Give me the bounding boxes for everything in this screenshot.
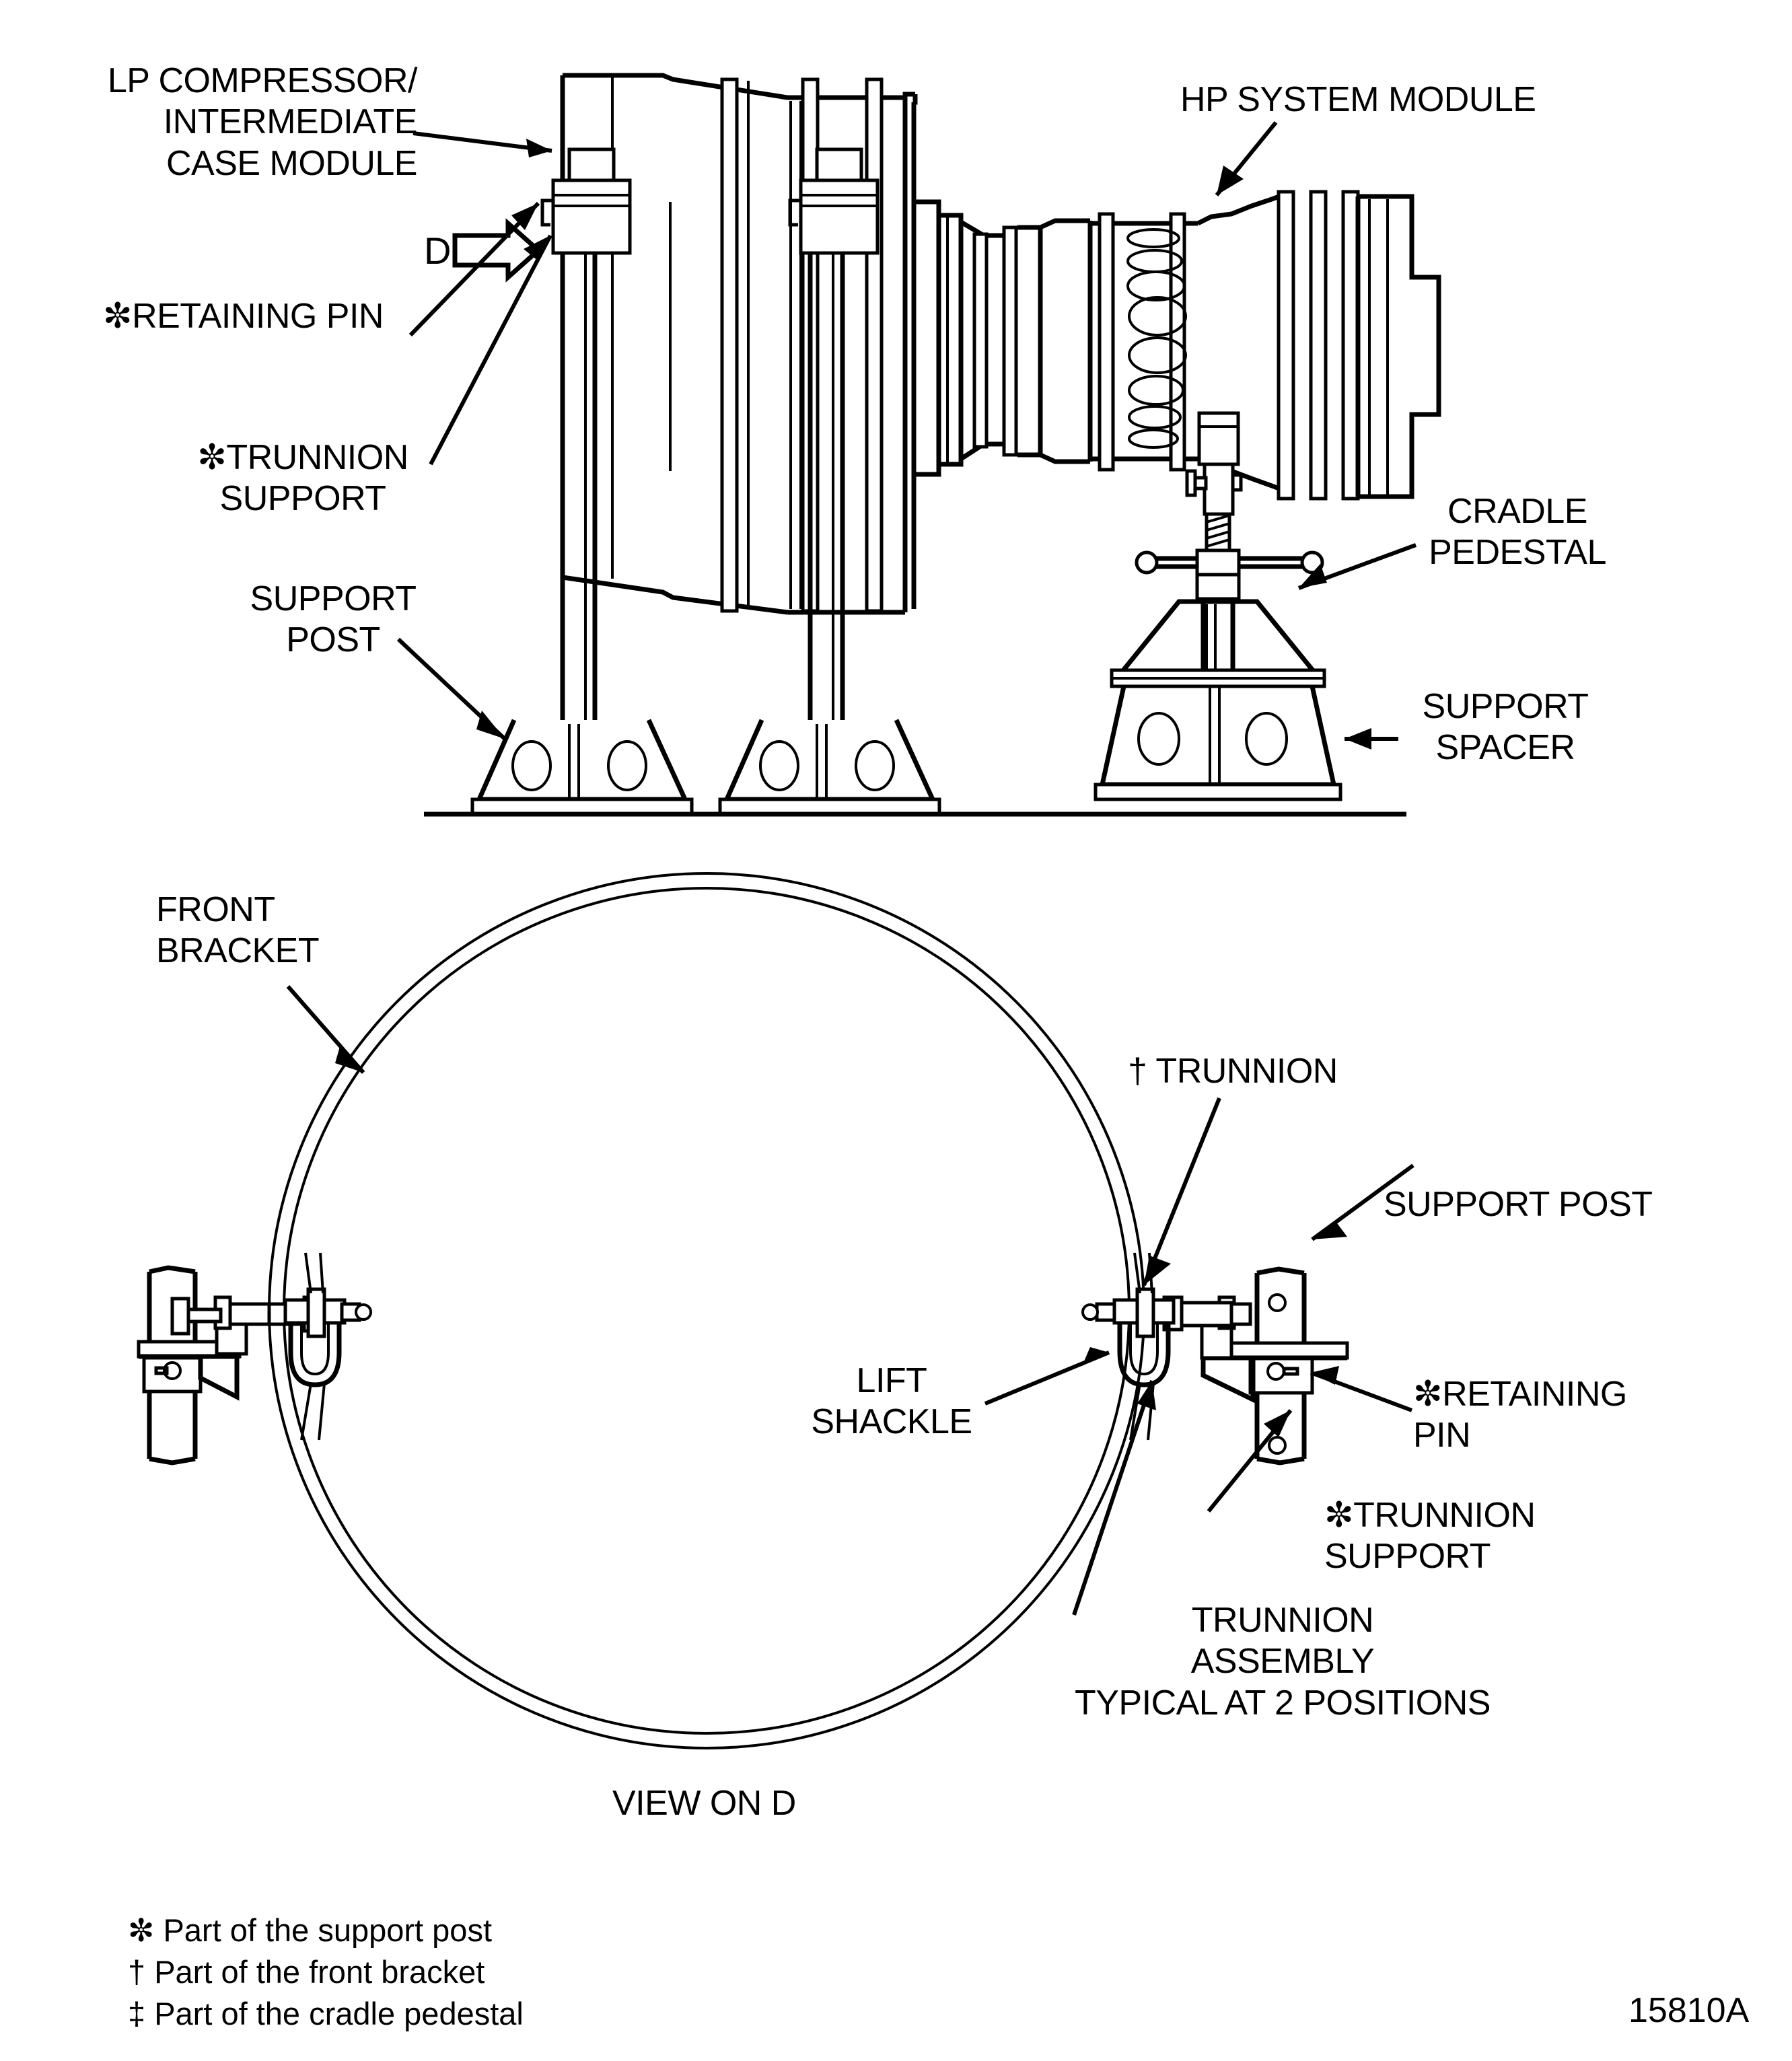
- label-retaining-pin-bottom: ✼RETAINING PIN: [1413, 1375, 1627, 1455]
- label-support-post-top: SUPPORT POST: [250, 579, 417, 660]
- drawing-number: 15810A: [1628, 1991, 1750, 2030]
- label-trunnion-support-top: ✼TRUNNION SUPPORT: [197, 438, 408, 519]
- cradle-jack-screw: [1137, 413, 1322, 575]
- footnote-cradle-pedestal: ‡ Part of the cradle pedestal: [128, 1996, 524, 2031]
- label-view-direction-d: D: [424, 229, 451, 272]
- leader-lines-bottom: [288, 986, 1413, 1615]
- intermediate-case-transition: [914, 202, 1090, 474]
- label-front-bracket: FRONT BRACKET: [156, 890, 320, 971]
- cradle-pedestal: [1112, 575, 1324, 686]
- label-retaining-pin-top: ✼RETAINING PIN: [103, 297, 384, 336]
- leader-lines-top: [398, 122, 1416, 750]
- hp-system-module-body: [1090, 192, 1439, 499]
- support-spacer: [1096, 686, 1340, 799]
- support-post-left: [472, 149, 692, 814]
- label-support-spacer: SUPPORT SPACER: [1422, 687, 1589, 768]
- support-post-middle: [720, 149, 939, 814]
- footnote-front-bracket: † Part of the front bracket: [128, 1954, 485, 1990]
- label-lift-shackle: LIFT SHACKLE: [811, 1361, 972, 1442]
- label-hp-system-module: HP SYSTEM MODULE: [1180, 80, 1536, 119]
- footnote-support-post: ✼ Part of the support post: [128, 1912, 493, 1948]
- trunnion-assembly-left: [139, 1253, 371, 1463]
- label-trunnion-assembly: TRUNNION ASSEMBLY TYPICAL AT 2 POSITIONS: [1074, 1601, 1491, 1723]
- label-lp-compressor-module: LP COMPRESSOR/ INTERMEDIATE CASE MODULE: [107, 61, 418, 183]
- label-cradle-pedestal: CRADLE PEDESTAL: [1429, 492, 1606, 573]
- label-trunnion-support-bottom: ✼TRUNNION SUPPORT: [1324, 1496, 1536, 1577]
- label-trunnion: † TRUNNION: [1128, 1052, 1338, 1091]
- front-bracket-ring: [269, 873, 1144, 1748]
- label-support-post-bottom: SUPPORT POST: [1384, 1185, 1653, 1224]
- trunnion-assembly-right: [1083, 1253, 1347, 1463]
- label-view-on-d: VIEW ON D: [612, 1784, 796, 1823]
